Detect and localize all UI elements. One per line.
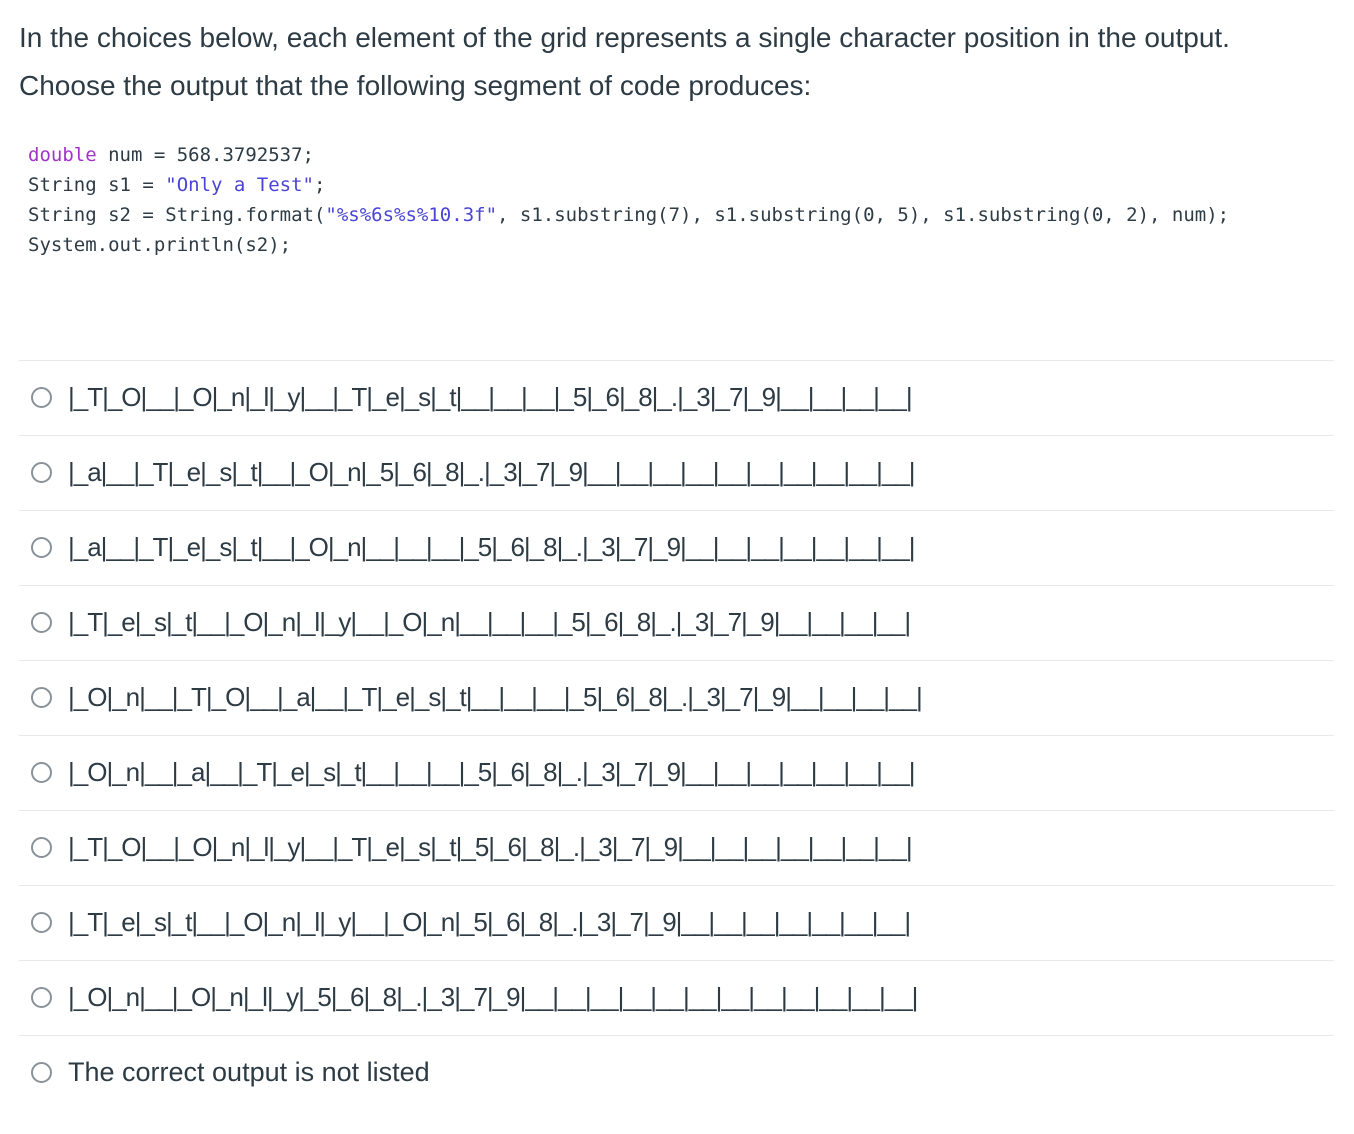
radio-button-icon[interactable] (31, 612, 52, 633)
radio-button-icon[interactable] (31, 387, 52, 408)
radio-button-icon[interactable] (31, 462, 52, 483)
radio-button-icon[interactable] (31, 987, 52, 1008)
code-line: String s2 = String.format("%s%6s%s%10.3f… (28, 200, 1334, 230)
radio-button-icon[interactable] (31, 762, 52, 783)
answer-option-row-1[interactable]: |_T|_O|__|_O|_n|_l|_y|__|_T|_e|_s|_t|__|… (19, 360, 1334, 435)
code-token-string: "Only a Test" (165, 174, 314, 196)
code-line: String s1 = "Only a Test"; (28, 170, 1334, 200)
code-line: System.out.println(s2); (28, 230, 1334, 260)
answer-option-row-10[interactable]: The correct output is not listed (19, 1035, 1334, 1110)
code-token-keyword: double (28, 144, 97, 166)
code-token-plain: System.out.println(s2); (28, 234, 292, 256)
answer-option-row-9[interactable]: |_O|_n|__|_O|_n|_l|_y|_5|_6|_8|_.|_3|_7|… (19, 960, 1334, 1035)
radio-button-icon[interactable] (31, 912, 52, 933)
option-grid-label: |_O|_n|__|_T|_O|__|_a|__|_T|_e|_s|_t|__|… (68, 682, 923, 712)
code-line: double num = 568.3792537; (28, 140, 1334, 170)
option-text-label: The correct output is not listed (68, 1057, 430, 1087)
answer-option-row-8[interactable]: |_T|_e|_s|_t|__|_O|_n|_l|_y|__|_O|_n|_5|… (19, 885, 1334, 960)
answer-option-row-6[interactable]: |_O|_n|__|_a|__|_T|_e|_s|_t|__|__|__|_5|… (19, 735, 1334, 810)
question-text: In the choices below, each element of th… (19, 22, 1246, 101)
code-token-plain: ; (314, 174, 326, 196)
code-token-plain: String s1 = (28, 174, 166, 196)
option-grid-label: |_T|_e|_s|_t|__|_O|_n|_l|_y|__|_O|_n|__|… (68, 607, 911, 637)
option-grid-label: |_a|__|_T|_e|_s|_t|__|_O|_n|_5|_6|_8|_.|… (68, 457, 916, 487)
code-token-plain: num = 568.3792537; (96, 144, 314, 166)
option-grid-label: |_a|__|_T|_e|_s|_t|__|_O|_n|__|__|__|_5|… (68, 532, 916, 562)
radio-button-icon[interactable] (31, 837, 52, 858)
answer-option-row-4[interactable]: |_T|_e|_s|_t|__|_O|_n|_l|_y|__|_O|_n|__|… (19, 585, 1334, 660)
quiz-question-page: In the choices below, each element of th… (19, 22, 1334, 1110)
answer-option-row-3[interactable]: |_a|__|_T|_e|_s|_t|__|_O|_n|__|__|__|_5|… (19, 510, 1334, 585)
radio-button-icon[interactable] (31, 687, 52, 708)
radio-button-icon[interactable] (31, 1062, 52, 1083)
radio-button-icon[interactable] (31, 537, 52, 558)
answer-option-row-5[interactable]: |_O|_n|__|_T|_O|__|_a|__|_T|_e|_s|_t|__|… (19, 660, 1334, 735)
answer-option-row-2[interactable]: |_a|__|_T|_e|_s|_t|__|_O|_n|_5|_6|_8|_.|… (19, 435, 1334, 510)
answer-options-list: |_T|_O|__|_O|_n|_l|_y|__|_T|_e|_s|_t|__|… (19, 360, 1334, 1110)
option-grid-label: |_T|_O|__|_O|_n|_l|_y|__|_T|_e|_s|_t|__|… (68, 382, 913, 412)
code-token-string: "%s%6s%s%10.3f" (325, 204, 498, 226)
option-grid-label: |_T|_O|__|_O|_n|_l|_y|__|_T|_e|_s|_t|_5|… (68, 832, 913, 862)
option-grid-label: |_O|_n|__|_O|_n|_l|_y|_5|_6|_8|_.|_3|_7|… (68, 982, 918, 1012)
answer-option-row-7[interactable]: |_T|_O|__|_O|_n|_l|_y|__|_T|_e|_s|_t|_5|… (19, 810, 1334, 885)
option-grid-label: |_T|_e|_s|_t|__|_O|_n|_l|_y|__|_O|_n|_5|… (68, 907, 911, 937)
code-block: double num = 568.3792537;String s1 = "On… (28, 140, 1334, 260)
code-token-plain: String s2 = String.format( (28, 204, 326, 226)
code-token-plain: , s1.substring(7), s1.substring(0, 5), s… (497, 204, 1230, 226)
option-grid-label: |_O|_n|__|_a|__|_T|_e|_s|_t|__|__|__|_5|… (68, 757, 916, 787)
